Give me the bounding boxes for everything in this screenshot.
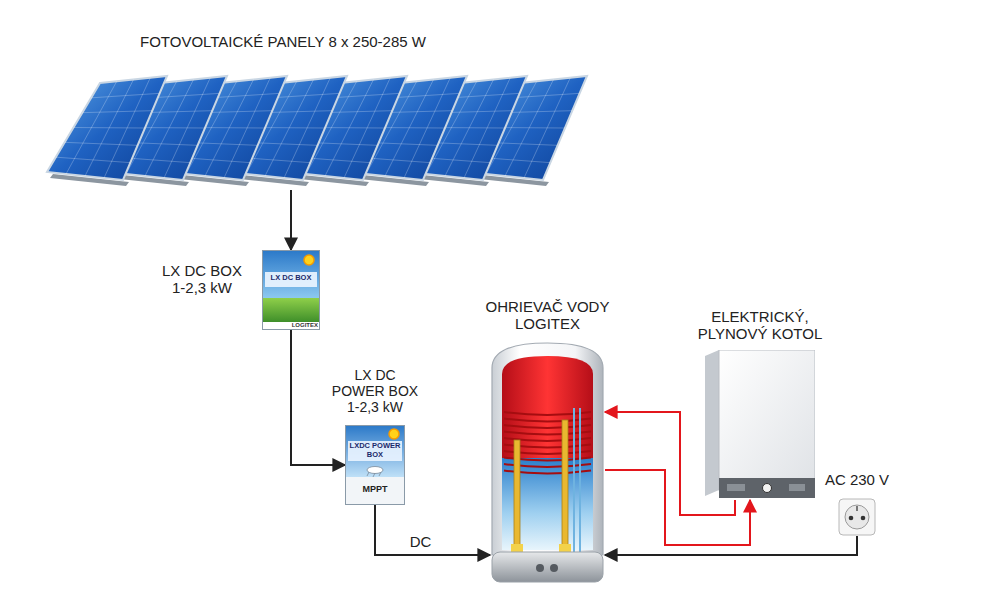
socket-label: AC 230 V — [815, 471, 899, 488]
device-face-text: LXDC POWER BOX — [345, 442, 405, 459]
dc-box-device: LX DC BOX 1-2,3 kWLX DC BOXLOGITEX — [262, 250, 320, 330]
boiler-label: ELEKTRICKÝ, PLYNOVÝ KOTOL — [690, 308, 830, 343]
power-box-device: LX DC POWER BOX 1-2,3 kWLXDC POWER BOXMP… — [345, 425, 405, 505]
panel-heading: FOTOVOLTAICKÉ PANELY 8 x 250-285 W — [140, 33, 580, 50]
boiler: ELEKTRICKÝ, PLYNOVÝ KOTOL — [705, 350, 815, 500]
power-socket-illustration — [838, 498, 876, 536]
water-heater: OHRIEVAČ VODY LOGITEX — [490, 340, 605, 585]
water-heater-illustration — [490, 340, 605, 585]
heater-label: OHRIEVAČ VODY LOGITEX — [478, 298, 618, 333]
device-label: LX DC POWER BOX 1-2,3 kW — [329, 367, 421, 415]
device-face-text: LX DC BOX — [262, 274, 320, 283]
device-label: LX DC BOX 1-2,3 kW — [154, 262, 250, 297]
connector-line — [375, 505, 490, 555]
dc-box-device-illustration — [262, 250, 320, 330]
boiler-illustration — [705, 350, 815, 500]
connector-line — [290, 190, 292, 250]
edge-label: DC — [407, 533, 435, 550]
solar-panel-array: FOTOVOLTAICKÉ PANELY 8 x 250-285 W — [40, 25, 595, 190]
power-socket: AC 230 V — [838, 498, 876, 536]
logo-text: LOGITEX — [264, 322, 318, 328]
mode-text: MPPT — [345, 484, 405, 494]
